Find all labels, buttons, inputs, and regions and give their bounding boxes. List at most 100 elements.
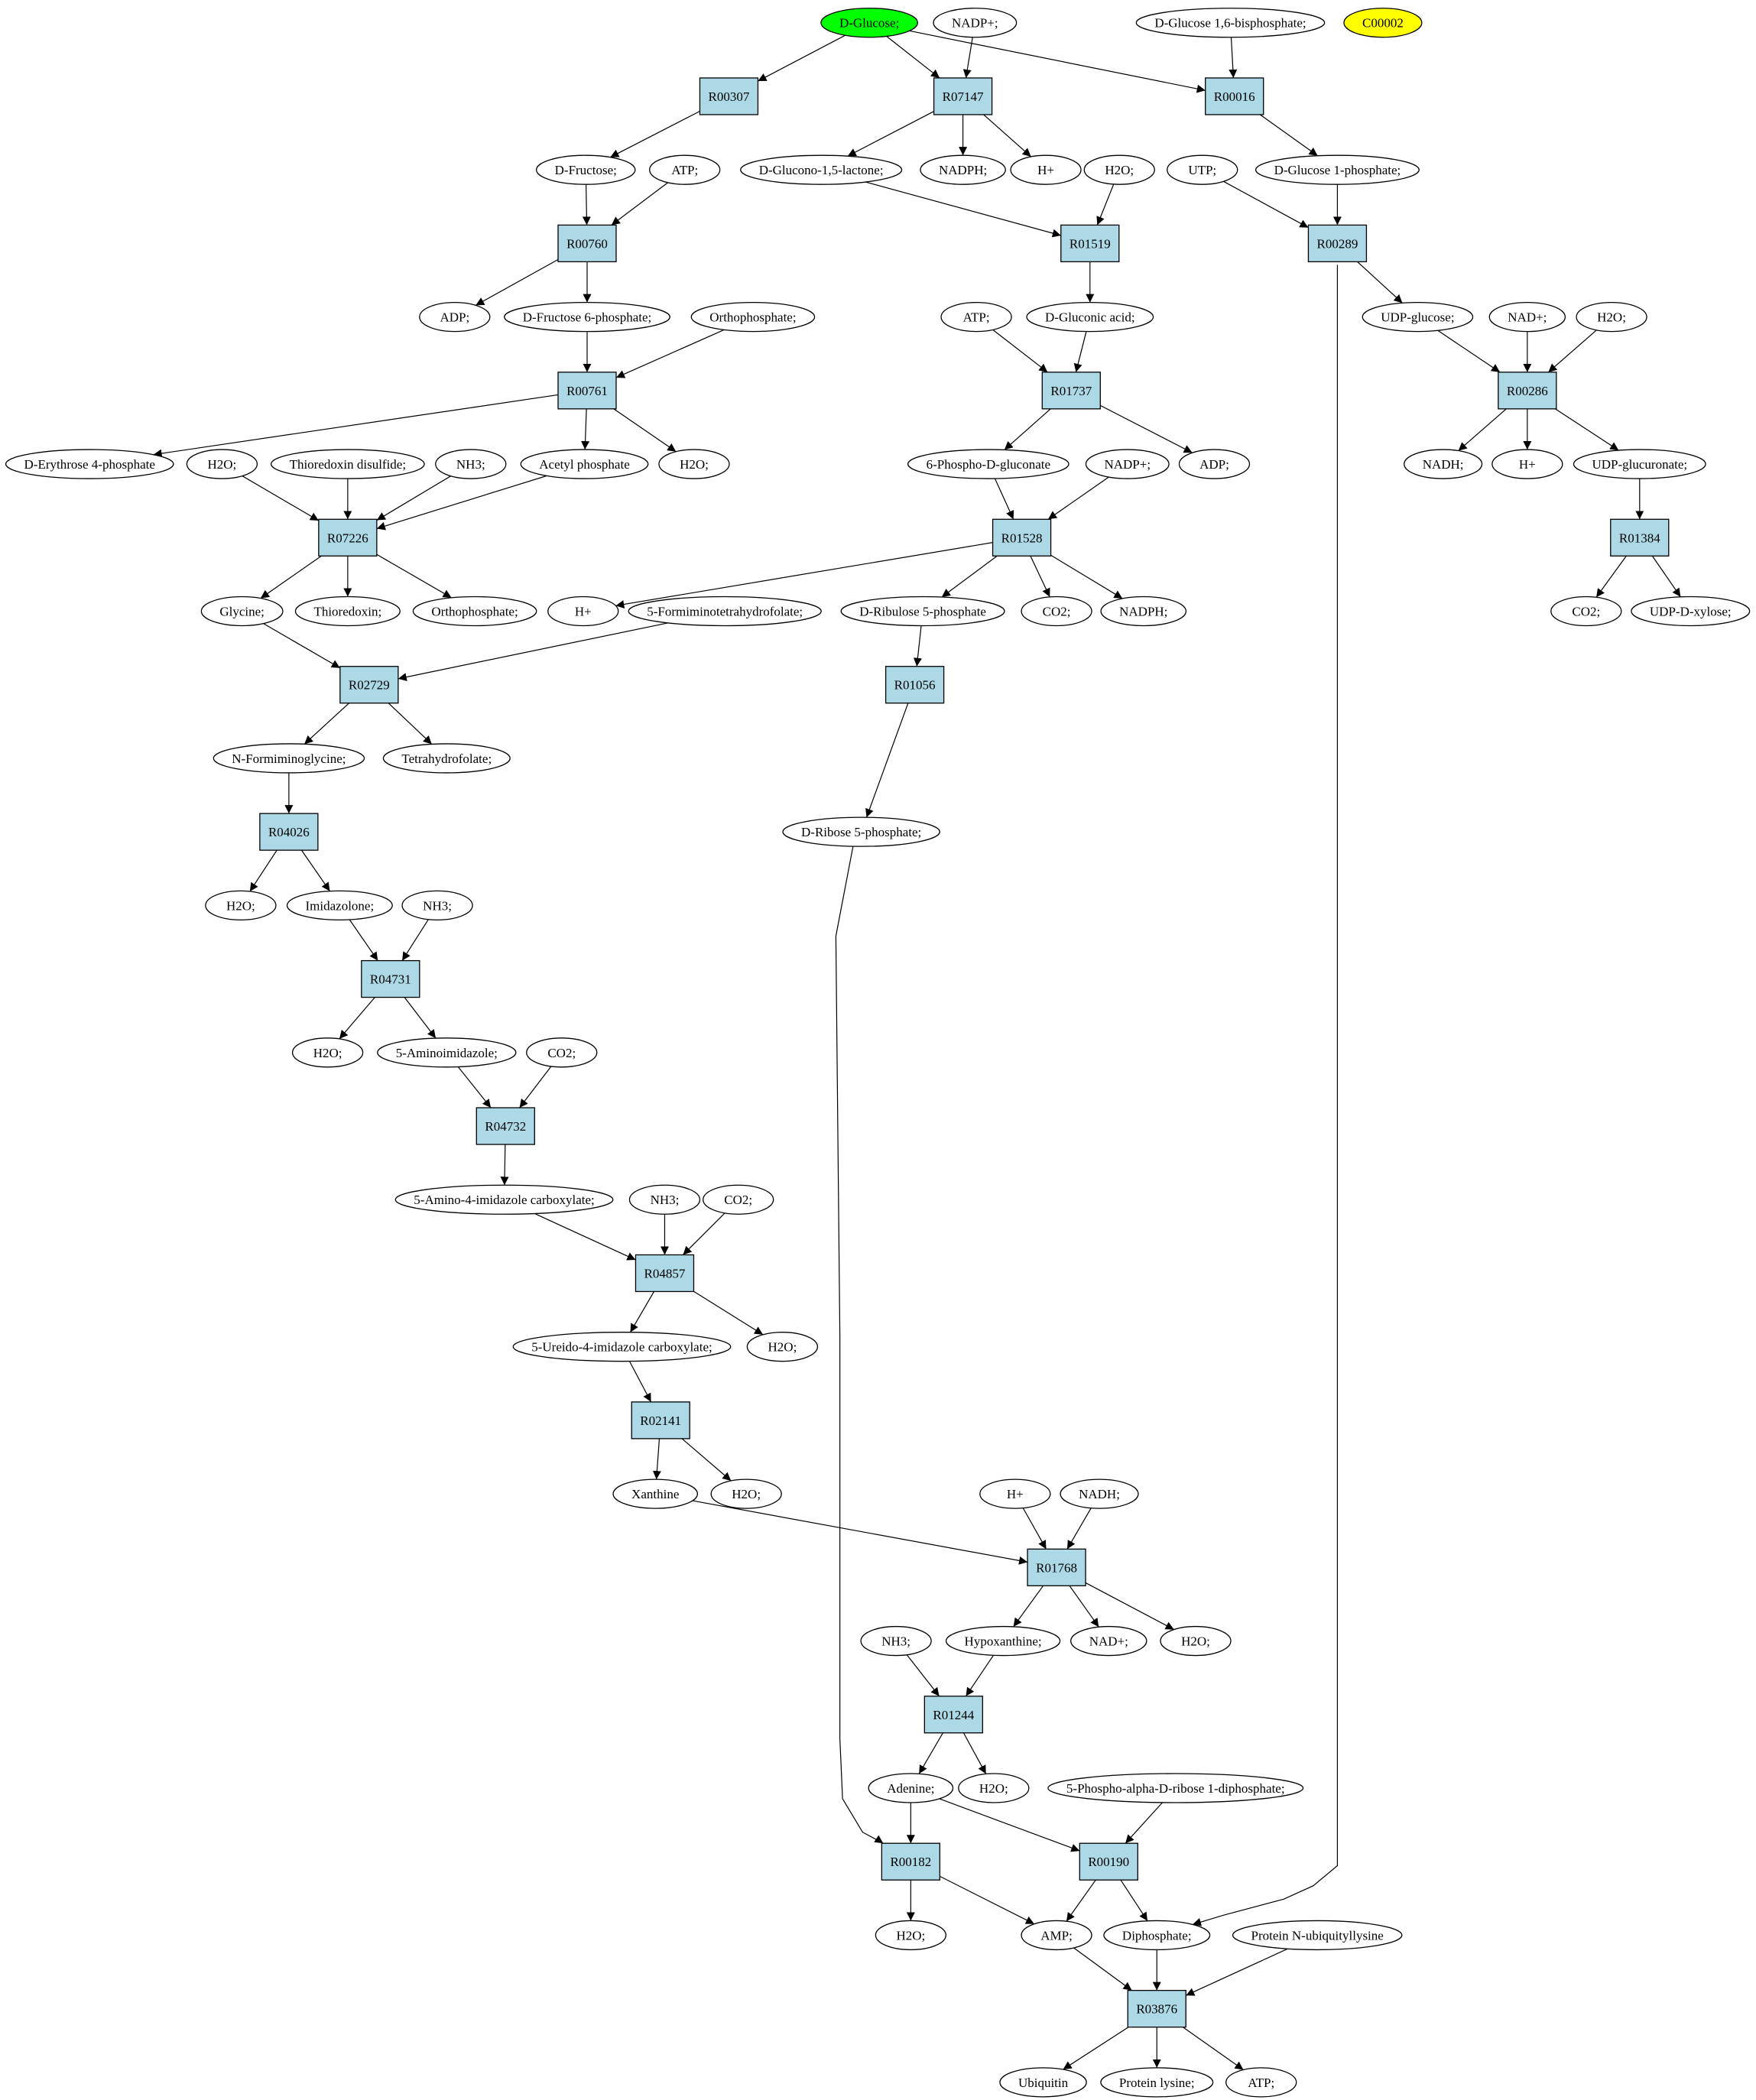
compound-node-atp1: ATP;	[649, 154, 721, 185]
node-label: Diphosphate;	[1122, 1928, 1192, 1943]
edge-pg6-to-r01528	[994, 478, 1014, 520]
reaction-box	[1079, 1842, 1138, 1881]
compound-node-h2o8: H2O;	[710, 1478, 782, 1509]
edge-h2o1-to-r01519	[1096, 183, 1115, 226]
edge-r07226-to-gly	[260, 555, 322, 599]
compound-node-hyp: Hypoxanthine;	[945, 1625, 1061, 1657]
compound-node-h2o6: H2O;	[291, 1037, 364, 1068]
edge-co2d-to-r04857	[683, 1212, 725, 1255]
compound-ellipse	[907, 449, 1070, 479]
edge-r04857-to-h2o7	[693, 1290, 764, 1336]
edge-r01056-to-r5p	[865, 703, 909, 818]
compound-ellipse	[270, 449, 425, 479]
compound-node-xan: Xanthine	[612, 1478, 699, 1509]
compound-node-atp3: ATP;	[1225, 2067, 1297, 2098]
edge-r00190-to-ppi	[1120, 1879, 1148, 1922]
compound-ellipse	[504, 301, 670, 333]
reaction-node-r01244: R01244	[923, 1696, 983, 1734]
reaction-box	[635, 1254, 695, 1293]
edge-glc-to-r07147	[886, 36, 940, 79]
edge-r01737-to-adp2	[1100, 404, 1193, 453]
edge-r00289-to-ppi	[1192, 265, 1339, 1926]
compound-node-atp2: ATP;	[940, 301, 1012, 333]
edge-atp2-to-r01737	[992, 329, 1048, 373]
edge-r00761-to-acp	[581, 408, 590, 450]
node-label: NADP+;	[952, 16, 998, 31]
compound-node-pi2: Orthophosphate;	[412, 596, 537, 627]
node-label: NADH;	[1423, 457, 1464, 472]
compound-node-aic: 5-Amino-4-imidazole carboxylate;	[394, 1184, 614, 1215]
edge-r04857-to-uic	[629, 1291, 655, 1333]
edge-r01528-to-ru5p	[941, 555, 998, 598]
edge-r04731-to-aim	[404, 997, 437, 1039]
compound-ellipse	[1488, 301, 1566, 333]
node-label: R01384	[1619, 531, 1660, 545]
compound-ellipse	[1573, 449, 1706, 479]
edge-r00286-to-nadh1	[1458, 408, 1507, 452]
edge-amp-to-r03876	[1073, 1947, 1132, 1991]
compound-node-udpg: UDP-glucose;	[1362, 301, 1474, 333]
compound-node-h2: H+	[1491, 449, 1563, 479]
node-label: CO2;	[724, 1193, 752, 1207]
edge-co2c-to-r04732	[519, 1066, 552, 1108]
edge-imz-to-r04731	[349, 919, 378, 961]
compound-node-ade: Adenine;	[868, 1773, 954, 1803]
node-label: UTP;	[1188, 163, 1216, 177]
compound-ellipse	[1362, 301, 1474, 333]
compound-node-h3: H+	[547, 596, 619, 627]
reaction-box	[699, 77, 759, 115]
edge-acp-to-r07226	[376, 475, 547, 531]
node-label: D-Glucose 1-phosphate;	[1274, 163, 1401, 177]
node-label: NAD+;	[1508, 310, 1547, 325]
node-label: R01244	[933, 1708, 974, 1722]
reaction-box	[884, 666, 945, 704]
compound-ellipse	[1047, 1773, 1304, 1803]
edge-pi1-to-r00761	[615, 329, 725, 378]
compound-ellipse	[1160, 1625, 1232, 1657]
node-label: R02729	[349, 678, 390, 693]
compound-node-c00002: C00002	[1343, 8, 1423, 38]
node-label: Ubiquitin	[1018, 2076, 1069, 2090]
edge-utp-to-r00289	[1223, 180, 1309, 229]
node-label: R00307	[709, 89, 750, 104]
compound-ellipse	[286, 890, 393, 921]
node-label: Acetyl phosphate	[539, 457, 630, 472]
compound-ellipse	[999, 2067, 1087, 2098]
edge-r01528-to-nadph2	[1050, 554, 1123, 599]
compound-ellipse	[1232, 1920, 1403, 1951]
edge-g16bp-to-r00016	[1229, 37, 1238, 78]
node-label: Xanthine	[631, 1487, 679, 1501]
compound-ellipse	[1100, 2067, 1214, 2098]
edge-aim-to-r04732	[457, 1066, 492, 1108]
compound-ellipse	[1135, 8, 1326, 38]
reaction-box	[881, 1842, 941, 1881]
compound-node-h2o5: H2O;	[205, 890, 277, 921]
edge-r03876-to-atp3	[1182, 2027, 1244, 2070]
compound-node-h2o3: H2O;	[186, 449, 258, 479]
compound-node-nadph1: NADPH;	[920, 154, 1006, 185]
node-label: D-Glucose 1,6-bisphosphate;	[1154, 16, 1306, 31]
node-label: R00760	[566, 236, 608, 251]
compound-ellipse	[1343, 8, 1423, 38]
node-label: D-Glucose;	[839, 16, 899, 31]
edge-gluc-to-r01737	[1073, 331, 1087, 372]
node-label: 5-Phospho-alpha-D-ribose 1-diphosphate;	[1066, 1781, 1285, 1796]
node-label: H2O;	[313, 1046, 342, 1060]
compound-node-aim: 5-Aminoimidazole;	[377, 1037, 517, 1068]
node-label: NADPH;	[1119, 604, 1167, 618]
compound-node-co2c: CO2;	[526, 1037, 598, 1068]
node-label: H+	[575, 604, 592, 618]
node-label: NADPH;	[939, 163, 987, 177]
compound-node-amp: AMP;	[1021, 1920, 1092, 1951]
edge-atp1-to-r00760	[611, 182, 668, 226]
reaction-node-r01056: R01056	[884, 666, 945, 704]
edge-gly-to-r02729	[263, 623, 341, 669]
node-label: N-Formiminoglycine;	[232, 751, 346, 766]
node-label: H2O;	[1597, 310, 1626, 325]
reaction-box	[1307, 224, 1368, 263]
reaction-box	[557, 224, 617, 263]
node-label: NH3;	[651, 1193, 680, 1207]
compound-node-uic: 5-Ureido-4-imidazole carboxylate;	[512, 1332, 732, 1362]
reaction-box	[933, 77, 993, 115]
compound-ellipse	[520, 449, 649, 479]
